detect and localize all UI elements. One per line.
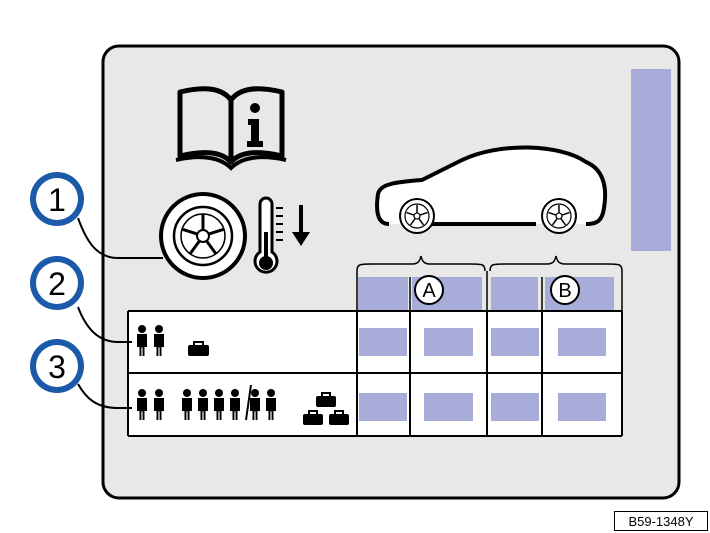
luggage-stack-icon (303, 392, 349, 425)
pressure-value-cell (491, 328, 539, 356)
callout-2: 2 (30, 256, 84, 310)
axle-b-marker: B (550, 275, 580, 305)
pressure-value-cell (424, 328, 473, 356)
car-side-icon (375, 145, 608, 234)
pressure-value-cell (558, 393, 606, 421)
cold-thermometer-icon (253, 196, 310, 274)
callout-1: 1 (30, 172, 84, 226)
axle-b-brace (489, 255, 623, 272)
slash-separator (245, 384, 252, 421)
pressure-value-cell (424, 393, 473, 421)
pressure-value-cell (359, 393, 407, 421)
tire-icon (159, 192, 247, 280)
svg-text:A: A (422, 280, 436, 302)
svg-text:1: 1 (48, 182, 66, 218)
pressure-value-cell (491, 393, 539, 421)
svg-text:B: B (558, 280, 571, 302)
header-cell (358, 277, 408, 311)
leader-line-1 (77, 217, 163, 259)
svg-text:3: 3 (48, 349, 66, 385)
figure-code: B59-1348Y (614, 511, 708, 531)
side-value-bar (631, 69, 671, 251)
pressure-value-cell (359, 328, 407, 356)
header-cell (491, 277, 538, 311)
leader-line-2 (77, 306, 132, 343)
book-info-icon (175, 86, 287, 171)
svg-text:2: 2 (48, 266, 66, 302)
leader-line-3 (77, 383, 132, 409)
axle-a-brace (356, 255, 486, 272)
luggage-icon (188, 341, 209, 356)
pressure-value-cell (558, 328, 606, 356)
axle-a-marker: A (414, 275, 444, 305)
callout-3: 3 (30, 339, 84, 393)
